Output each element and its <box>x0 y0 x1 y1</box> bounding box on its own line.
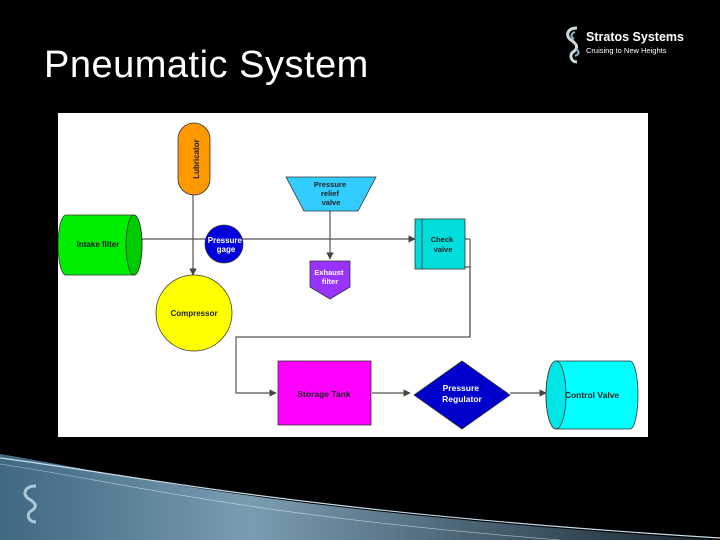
footer-logo-icon <box>23 484 37 524</box>
pressure-regulator-shape: Pressure Regulator <box>413 360 511 430</box>
pressure-gage-label-1: Pressure <box>208 236 243 245</box>
diagram-canvas: Lubricator Intake filter Pressure gage C… <box>57 122 639 430</box>
svg-text:Pressure relief: Pressure relief valve <box>314 180 348 207</box>
svg-text:Pressure Regulator: Pressure Regulator <box>442 383 482 404</box>
logo-tagline: Cruising to New Heights <box>586 46 667 55</box>
pressure-regulator-label-1: Pressure <box>443 383 480 393</box>
check-valve-label-1: Check <box>431 235 454 244</box>
intake-filter-label: Intake filter <box>77 240 120 249</box>
svg-text:Exhaust filter: Exhaust filter <box>314 268 345 286</box>
pressure-regulator-label-2: Regulator <box>442 394 482 404</box>
relief-valve-label-1: Pressure <box>314 180 346 189</box>
svg-text:Check valve: Check valve <box>431 235 456 254</box>
pneumatic-diagram: Lubricator Intake filter Pressure gage C… <box>57 113 648 437</box>
exhaust-filter-shape: Exhaust filter <box>309 260 351 300</box>
logo-name: Stratos Systems <box>586 30 684 44</box>
pressure-gage-shape: Pressure gage <box>204 224 244 264</box>
footer-swoosh <box>0 454 720 540</box>
storage-tank-shape: Storage Tank <box>277 360 372 426</box>
pressure-relief-valve-shape: Pressure relief valve <box>285 176 377 212</box>
exhaust-filter-label-2: filter <box>322 277 338 286</box>
slide-title: Pneumatic System <box>44 44 369 86</box>
svg-text:Pressure gage: Pressure gage <box>208 236 244 254</box>
lubricator-label: Lubricator <box>192 139 201 179</box>
lubricator-shape: Lubricator <box>177 122 211 196</box>
check-valve-label-2: valve <box>434 245 453 254</box>
check-valve-shape: Check valve <box>414 218 466 270</box>
logo-icon <box>566 26 580 64</box>
compressor-shape: Compressor <box>155 274 233 352</box>
intake-filter-shape: Intake filter <box>57 214 143 276</box>
control-valve-shape: Control Valve <box>545 360 639 430</box>
relief-valve-label-3: valve <box>322 198 341 207</box>
control-valve-label: Control Valve <box>565 390 620 400</box>
relief-valve-label-2: relief <box>321 189 339 198</box>
pressure-gage-label-2: gage <box>217 245 236 254</box>
storage-tank-label: Storage Tank <box>297 389 350 399</box>
compressor-label: Compressor <box>170 309 217 318</box>
exhaust-filter-label-1: Exhaust <box>314 268 344 277</box>
